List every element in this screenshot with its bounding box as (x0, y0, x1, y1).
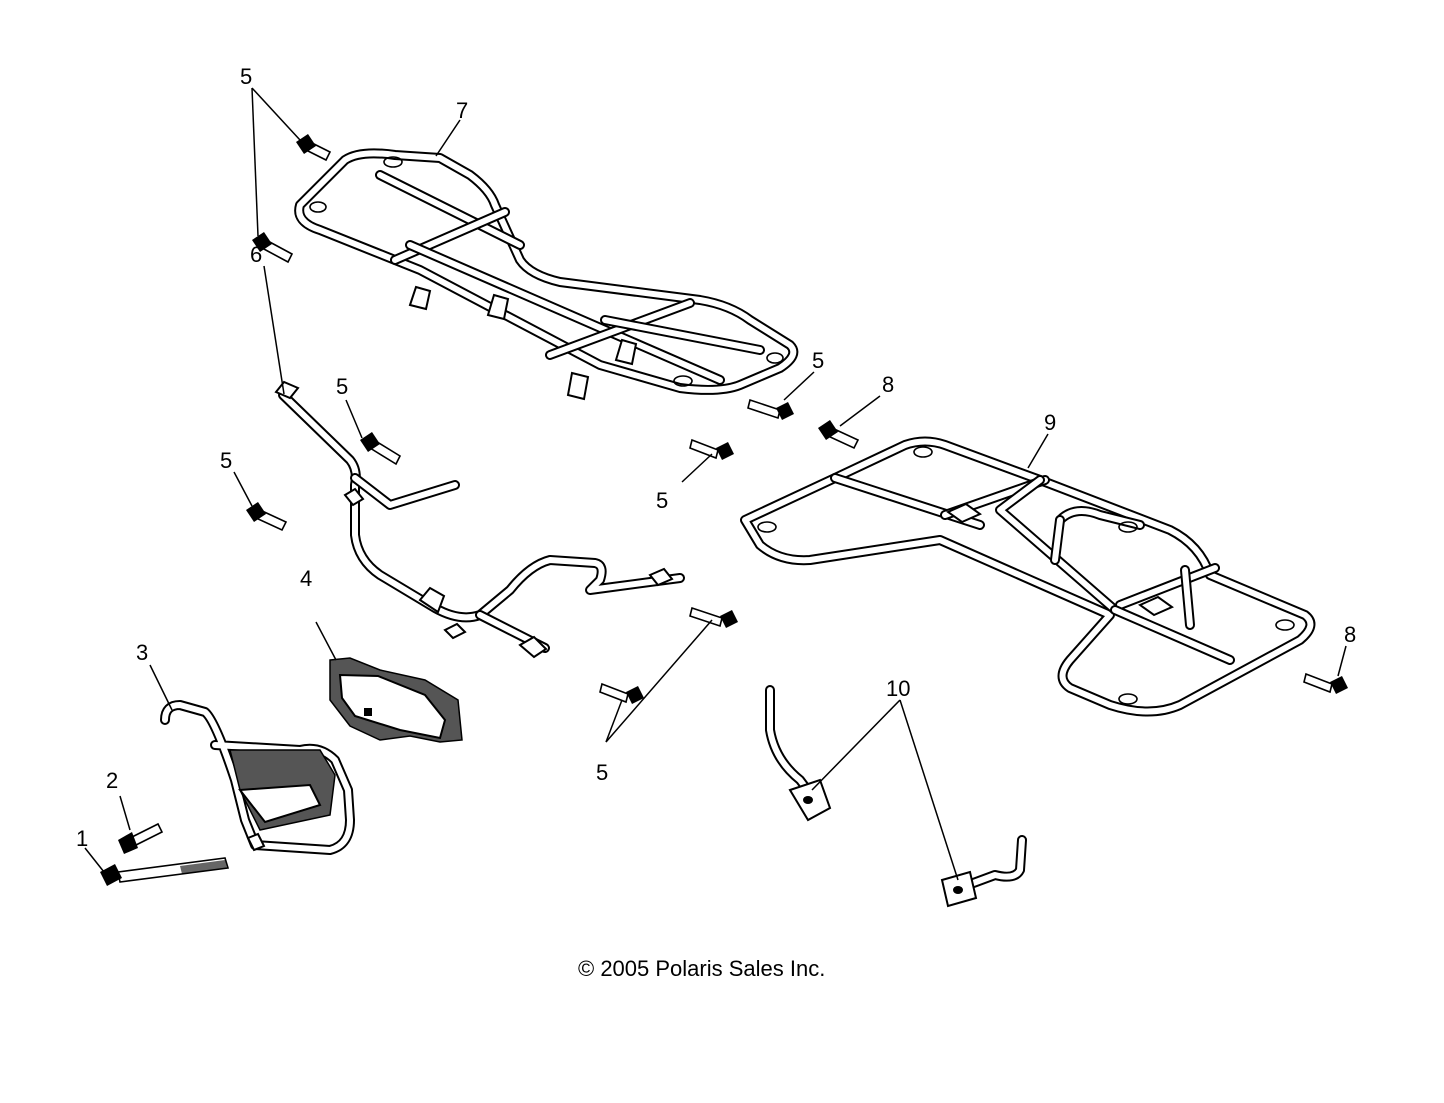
callout-8-top: 8 (882, 372, 894, 397)
front-bumper-guard (160, 700, 355, 855)
callout-8-right: 8 (1344, 622, 1356, 647)
copyright-notice: © 2005 Polaris Sales Inc. (578, 956, 825, 981)
callout-5-bottom: 5 (596, 760, 608, 785)
callout-1: 1 (76, 826, 88, 851)
callout-5-top: 5 (240, 64, 252, 89)
bolt-part-5-c (360, 432, 402, 466)
bolt-part-8-a (818, 420, 860, 450)
bolt-part-5-f (689, 438, 734, 460)
callout-5-right: 5 (812, 348, 824, 373)
callout-5-left: 5 (220, 448, 232, 473)
callout-5-center: 5 (656, 488, 668, 513)
leader-lines (84, 87, 1347, 881)
callout-9: 9 (1044, 410, 1056, 435)
front-rack (294, 148, 799, 401)
heat-shield (329, 657, 463, 743)
callout-7: 7 (456, 98, 468, 123)
callout-6: 6 (250, 242, 262, 267)
callout-4: 4 (300, 566, 312, 591)
bolt-part-5-a (296, 134, 332, 162)
bracket-part-10-left (765, 685, 832, 822)
bolt-part-5-g (689, 606, 738, 628)
bolt-part-1 (100, 857, 230, 886)
bracket-part-10-right (940, 835, 1027, 908)
callout-labels: 1 2 3 4 5 5 5 5 5 5 6 7 8 8 9 10 (76, 64, 1356, 851)
bolt-part-5-b (252, 232, 294, 264)
bolt-part-5-d (246, 502, 288, 532)
callout-2: 2 (106, 768, 118, 793)
bolt-part-5-e (747, 398, 794, 420)
callout-10: 10 (886, 676, 910, 701)
bolt-part-8-b (1303, 672, 1348, 694)
bolt-part-2 (118, 822, 164, 854)
callout-3: 3 (136, 640, 148, 665)
bolt-part-5-h (599, 682, 644, 704)
callout-5-mid: 5 (336, 374, 348, 399)
center-tube-bracket (274, 380, 685, 659)
rear-rack (740, 436, 1316, 717)
